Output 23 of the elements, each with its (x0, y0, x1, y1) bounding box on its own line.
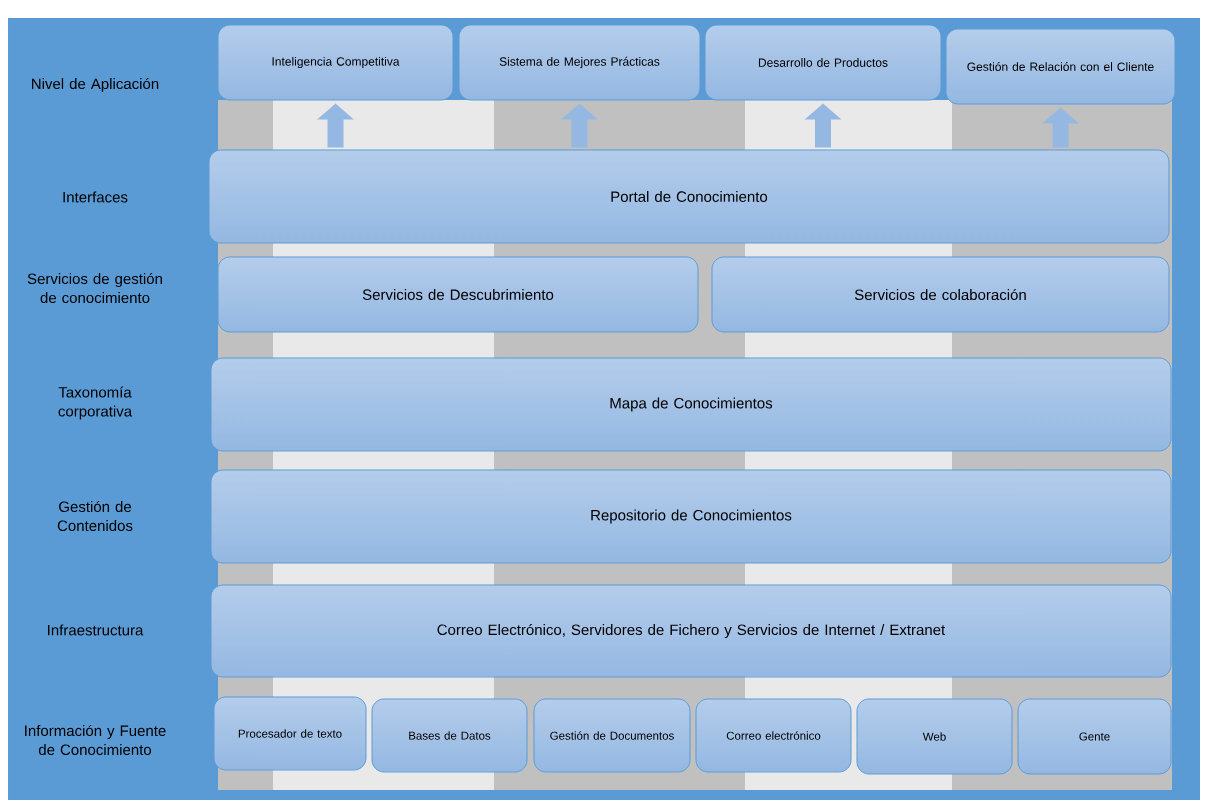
layer-box: Gente (1017, 698, 1172, 775)
layer-box: Desarrollo de Productos (704, 24, 942, 101)
layer-box: Correo Electrónico, Servidores de Fichero y Servicios de Internet / Extranet (210, 584, 1172, 678)
layer-box: Bases de Datos (371, 698, 528, 773)
layer-box: Mapa de Conocimientos (210, 357, 1172, 452)
layer-box: Gestión de Documentos (533, 698, 691, 773)
layer-label: Información y Fuente de Conocimiento (25, 724, 166, 756)
layer-label: Taxonomía corporativa (58, 386, 133, 420)
layer-box: Gestión de Relación con el Cliente (945, 28, 1176, 105)
layer-box: Procesador de texto (213, 696, 367, 771)
layer-box: Servicios de Descubrimiento (217, 256, 699, 333)
layer-label: Nivel de Aplicación (32, 77, 159, 93)
layer-box: Servicios de colaboración (711, 256, 1170, 333)
layer-box: Inteligencia Competitiva (217, 24, 454, 101)
layer-box: Portal de Conocimiento (208, 149, 1170, 244)
layer-box: Sistema de Mejores Prácticas (458, 24, 701, 101)
layer-box: Web (856, 698, 1013, 775)
layer-label: Gestión de Contenidos (57, 500, 133, 532)
layer-label: Infraestructura (48, 624, 144, 636)
layer-box: Repositorio de Conocimientos (210, 469, 1172, 564)
layer-label: Servicios de gestión de conocimiento (27, 272, 162, 304)
layer-box: Correo electrónico (695, 698, 852, 773)
layer-label: Interfaces (63, 191, 128, 203)
